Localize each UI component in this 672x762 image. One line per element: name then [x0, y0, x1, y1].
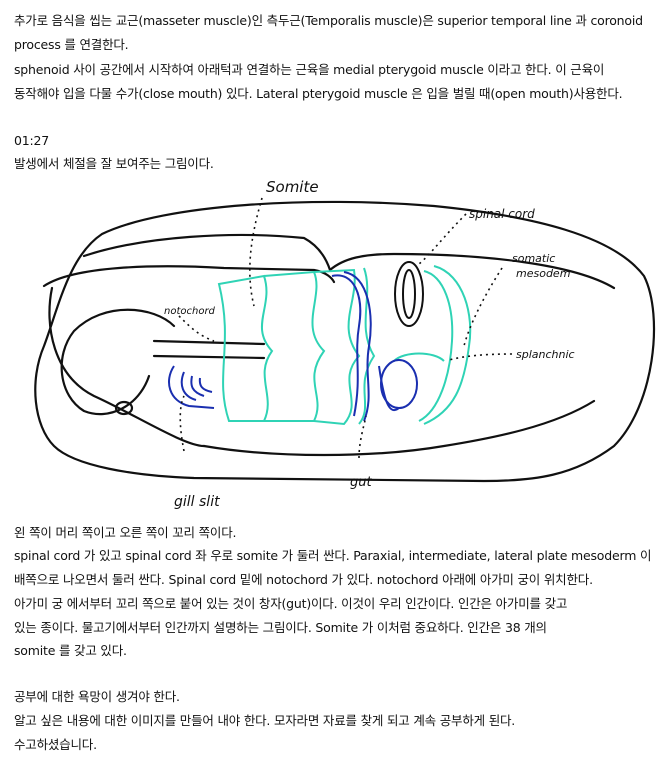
- embryo-cross-section-drawing: Somite spinal cord somatic mesodem notoc…: [34, 178, 656, 510]
- text-line: 수고하셨습니다.: [14, 737, 97, 752]
- gill-slits: [168, 365, 215, 409]
- timestamp: 01:27: [14, 133, 50, 148]
- notochord-rod: [152, 339, 266, 360]
- text-line: 공부에 대한 욕망이 생겨야 한다.: [14, 689, 180, 704]
- head-curl: [60, 308, 176, 416]
- text-line: 있는 종이다. 물고기에서부터 인간까지 설명하는 그림이다. Somite 가…: [14, 620, 547, 635]
- text-line: somite 를 갖고 있다.: [14, 643, 127, 658]
- text-line: 알고 싶은 내용에 대한 이미지를 만들어 내야 한다. 모자라면 자료를 찾게…: [14, 713, 516, 728]
- text-line: 왼 쪽이 머리 쪽이고 오른 쪽이 꼬리 쪽이다.: [14, 525, 237, 540]
- label-splanchnic: splanchnic: [516, 348, 575, 361]
- text-line: spinal cord 가 있고 spinal cord 좌 우로 somite…: [14, 548, 652, 563]
- somite-blocks: [217, 265, 472, 426]
- body-top-contour: [82, 233, 616, 290]
- label-somatic-mesoderm-1: somatic: [512, 252, 555, 265]
- spinal-cord-and-gut: [331, 271, 418, 422]
- label-gut: gut: [350, 475, 372, 490]
- inner-body-outline: [42, 265, 336, 288]
- text-line: 배쪽으로 나오면서 둘러 싼다. Spinal cord 밑에 notochor…: [14, 572, 593, 587]
- label-notochord: notochord: [164, 306, 216, 317]
- text-line: 동작해야 입을 다물 수가(close mouth) 있다. Lateral p…: [14, 86, 623, 101]
- head-eye-shape: [114, 400, 134, 416]
- text-line: 추가로 음식을 씹는 교근(masseter muscle)인 측두근(Temp…: [14, 13, 643, 28]
- figure-intro: 발생에서 체절을 잘 보여주는 그림이다.: [14, 156, 214, 171]
- spinal-cord-tube: [394, 261, 424, 327]
- text-line: process 를 연결한다.: [14, 37, 129, 52]
- text-line: 아가미 궁 에서부터 꼬리 쪽으로 붙어 있는 것이 창자(gut)이다. 이것…: [14, 596, 568, 611]
- label-spinal-cord: spinal cord: [469, 207, 535, 221]
- label-gill-slit: gill slit: [174, 494, 220, 510]
- outer-body-outline: [34, 200, 656, 483]
- text-line: sphenoid 사이 공간에서 시작하여 아래턱과 연결하는 근육을 medi…: [14, 62, 605, 77]
- label-somite: Somite: [266, 178, 319, 196]
- label-somatic-mesoderm-2: mesodem: [516, 267, 570, 280]
